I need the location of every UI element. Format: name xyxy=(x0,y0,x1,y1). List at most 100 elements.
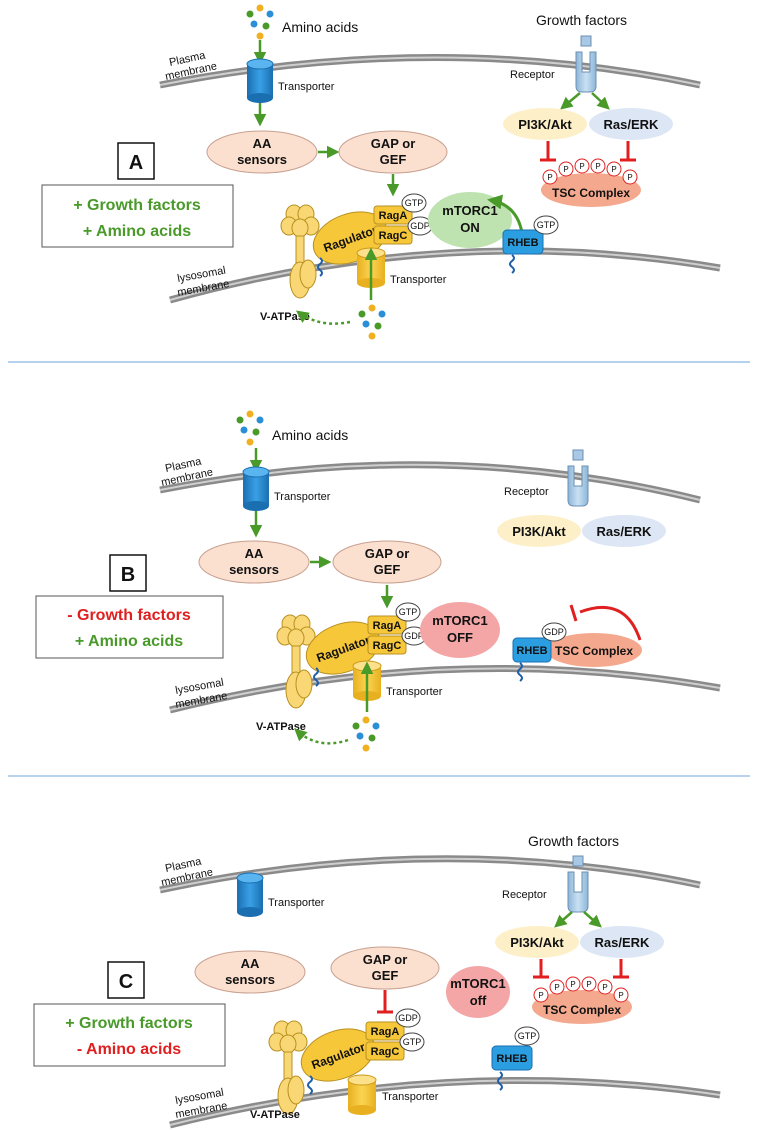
svg-text:GAP or: GAP or xyxy=(363,952,408,967)
svg-text:sensors: sensors xyxy=(229,562,279,577)
svg-text:RagC: RagC xyxy=(373,640,402,652)
amino-acids-label: Amino acids xyxy=(282,19,358,35)
condition-line-2: + Amino acids xyxy=(83,223,191,240)
svg-text:P: P xyxy=(595,162,600,171)
svg-text:- Amino acids: - Amino acids xyxy=(77,1041,181,1058)
condition-line-1: + Growth factors xyxy=(73,197,201,214)
rheb xyxy=(502,229,544,255)
svg-text:GTP: GTP xyxy=(399,607,418,617)
svg-text:P: P xyxy=(602,983,607,992)
svg-text:GAP or: GAP or xyxy=(365,546,410,561)
phospho-sites: P P P P P P xyxy=(542,158,638,185)
svg-text:Receptor: Receptor xyxy=(502,889,547,901)
svg-text:P: P xyxy=(547,173,552,182)
v-atpase-label: V-ATPase xyxy=(260,311,310,323)
svg-text:P: P xyxy=(570,980,575,989)
svg-text:V-ATPase: V-ATPase xyxy=(250,1109,300,1121)
svg-text:GDP: GDP xyxy=(398,1013,418,1023)
svg-text:P: P xyxy=(579,162,584,171)
panel-letter: A xyxy=(129,152,143,174)
svg-text:B: B xyxy=(121,564,135,586)
raga xyxy=(373,205,413,225)
svg-text:Transporter: Transporter xyxy=(390,274,447,286)
svg-text:AA: AA xyxy=(245,546,264,561)
svg-text:GDP: GDP xyxy=(404,631,424,641)
svg-text:Transporter: Transporter xyxy=(386,686,443,698)
svg-text:GEF: GEF xyxy=(372,968,399,983)
gap-gef-node xyxy=(338,130,448,174)
svg-text:GEF: GEF xyxy=(380,152,407,167)
svg-text:sensors: sensors xyxy=(225,972,275,987)
svg-text:- Growth factors: - Growth factors xyxy=(67,607,191,624)
svg-text:Receptor: Receptor xyxy=(504,486,549,498)
panel-a: Plasma membrane Amino acids Transporter … xyxy=(41,4,721,340)
growth-factors-label: Growth factors xyxy=(536,12,627,28)
svg-text:PI3K/Akt: PI3K/Akt xyxy=(512,524,566,539)
svg-text:sensors: sensors xyxy=(237,152,287,167)
aa-sensors-node xyxy=(206,130,318,174)
tsc-complex-label: TSC Complex xyxy=(552,186,630,200)
plasma-transporter xyxy=(246,58,274,104)
svg-text:P: P xyxy=(563,165,568,174)
svg-text:TSC Complex: TSC Complex xyxy=(555,644,633,658)
receptor-label: Receptor xyxy=(510,69,555,81)
svg-text:OFF: OFF xyxy=(447,630,473,645)
svg-text:GEF: GEF xyxy=(374,562,401,577)
svg-text:RagA: RagA xyxy=(371,1026,400,1038)
svg-text:AA: AA xyxy=(241,956,260,971)
svg-text:off: off xyxy=(470,993,487,1008)
amino-acid-dots xyxy=(246,4,274,40)
svg-text:TSC Complex: TSC Complex xyxy=(543,1003,621,1017)
svg-text:P: P xyxy=(627,173,632,182)
svg-text:C: C xyxy=(119,971,133,993)
svg-text:RagA: RagA xyxy=(373,620,402,632)
pi3k-akt-node xyxy=(503,108,587,140)
svg-text:P: P xyxy=(554,983,559,992)
svg-text:GAP or: GAP or xyxy=(371,136,416,151)
svg-text:Ras/ERK: Ras/ERK xyxy=(597,524,653,539)
svg-text:AA: AA xyxy=(253,136,272,151)
svg-text:P: P xyxy=(538,991,543,1000)
panel-c: Plasma membrane Transporter Growth facto… xyxy=(33,833,721,1129)
svg-text:Transporter: Transporter xyxy=(274,491,331,503)
svg-text:P: P xyxy=(618,991,623,1000)
ras-erk-label: Ras/ERK xyxy=(604,117,660,132)
pi3k-akt-label: PI3K/Akt xyxy=(518,117,572,132)
transporter-label: Transporter xyxy=(278,81,335,93)
svg-text:Transporter: Transporter xyxy=(268,897,325,909)
svg-text:GDP: GDP xyxy=(410,221,430,231)
svg-text:ON: ON xyxy=(460,220,480,235)
svg-text:RagC: RagC xyxy=(371,1046,400,1058)
svg-text:mTORC1: mTORC1 xyxy=(450,976,505,991)
svg-text:Transporter: Transporter xyxy=(382,1091,439,1103)
svg-text:mTORC1: mTORC1 xyxy=(432,613,487,628)
tsc-complex-node xyxy=(541,173,641,207)
svg-text:GDP: GDP xyxy=(544,627,564,637)
svg-text:RHEB: RHEB xyxy=(516,645,547,657)
svg-text:GTP: GTP xyxy=(537,220,556,230)
svg-text:GTP: GTP xyxy=(403,1037,422,1047)
panel-letter-box xyxy=(117,142,155,180)
svg-text:P: P xyxy=(611,165,616,174)
svg-text:Growth factors: Growth factors xyxy=(528,833,619,849)
svg-text:V-ATPase: V-ATPase xyxy=(256,721,306,733)
ras-erk-node xyxy=(589,108,673,140)
svg-text:GTP: GTP xyxy=(405,198,424,208)
svg-text:Ras/ERK: Ras/ERK xyxy=(595,935,651,950)
svg-text:RagA: RagA xyxy=(379,210,408,222)
svg-text:Amino acids: Amino acids xyxy=(272,427,348,443)
svg-text:+ Growth factors: + Growth factors xyxy=(65,1015,193,1032)
svg-text:RHEB: RHEB xyxy=(507,237,538,249)
svg-text:+ Amino acids: + Amino acids xyxy=(75,633,183,650)
condition-box xyxy=(41,184,234,248)
v-atpase xyxy=(280,204,320,299)
svg-text:PI3K/Akt: PI3K/Akt xyxy=(510,935,564,950)
ragc xyxy=(373,225,413,245)
svg-text:RagC: RagC xyxy=(379,230,408,242)
svg-text:mTORC1: mTORC1 xyxy=(442,203,497,218)
panel-b: Plasma membrane Amino acids Transporter … xyxy=(35,410,721,752)
svg-text:RHEB: RHEB xyxy=(496,1053,527,1065)
svg-text:P: P xyxy=(586,980,591,989)
svg-text:GTP: GTP xyxy=(518,1031,537,1041)
